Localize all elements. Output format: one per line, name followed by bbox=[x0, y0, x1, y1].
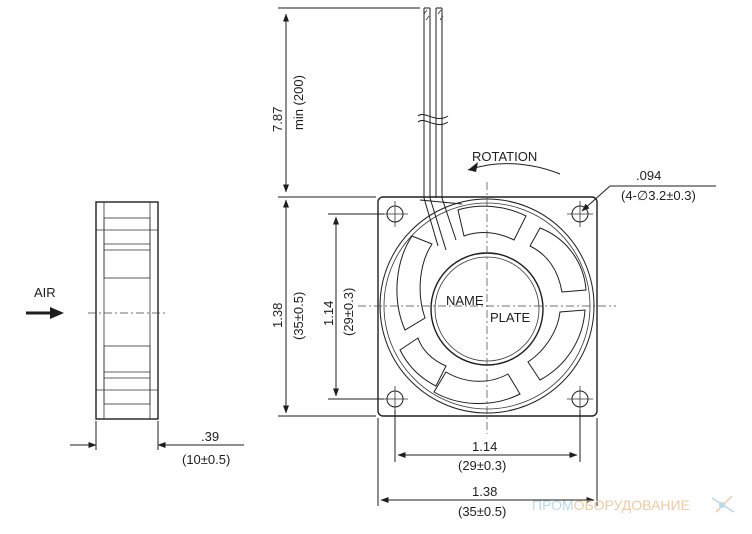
mounting-holes bbox=[382, 201, 593, 412]
depth-dimension bbox=[70, 421, 244, 450]
side-view bbox=[88, 201, 168, 420]
lead-length-dimension bbox=[278, 7, 420, 193]
lead-length-mm-label: min (200) bbox=[291, 75, 306, 130]
rotation-arrow-icon bbox=[467, 162, 561, 175]
side-view-upper-opening bbox=[103, 217, 151, 279]
hole-pitch-v-inch-label: 1.14 bbox=[321, 301, 336, 326]
width-inch-label: 1.38 bbox=[472, 484, 497, 499]
hole-pitch-h-dimension bbox=[394, 410, 581, 462]
watermark: ПРОМОБОРУДОВАНИЕ bbox=[532, 495, 735, 513]
width-dimension bbox=[377, 418, 598, 506]
air-flow-arrow-icon bbox=[26, 307, 64, 319]
width-mm-label: (35±0.5) bbox=[458, 504, 506, 519]
watermark-logo-icon bbox=[711, 495, 735, 513]
front-view bbox=[358, 7, 616, 434]
depth-inch-label: .39 bbox=[201, 429, 219, 444]
rotation-label: ROTATION bbox=[472, 149, 537, 164]
hole-diameter-inch-label: .094 bbox=[636, 168, 661, 183]
height-dimension bbox=[278, 196, 376, 417]
lead-wires bbox=[417, 7, 463, 251]
height-mm-label: (35±0.5) bbox=[291, 292, 306, 340]
depth-mm-label: (10±0.5) bbox=[182, 452, 230, 467]
fan-blades bbox=[396, 205, 587, 404]
side-view-lower-opening bbox=[103, 345, 151, 405]
fan-frame bbox=[377, 196, 598, 417]
lead-length-inch-label: 7.87 bbox=[270, 107, 285, 132]
hole-diameter-leader bbox=[581, 185, 716, 212]
watermark-text: ПРОМОБОРУДОВАНИЕ bbox=[532, 497, 690, 513]
name-label: NAME bbox=[446, 293, 484, 308]
side-view-outline bbox=[95, 201, 159, 420]
air-label: AIR bbox=[34, 285, 56, 300]
hole-pitch-h-mm-label: (29±0.3) bbox=[458, 458, 506, 473]
hole-diameter-mm-label: (4-∅3.2±0.3) bbox=[621, 188, 696, 203]
plate-label: PLATE bbox=[490, 310, 531, 325]
hole-pitch-v-mm-label: (29±0.3) bbox=[341, 288, 356, 336]
height-inch-label: 1.38 bbox=[270, 303, 285, 328]
hole-pitch-h-inch-label: 1.14 bbox=[472, 439, 497, 454]
hole-pitch-v-dimension bbox=[328, 213, 384, 400]
